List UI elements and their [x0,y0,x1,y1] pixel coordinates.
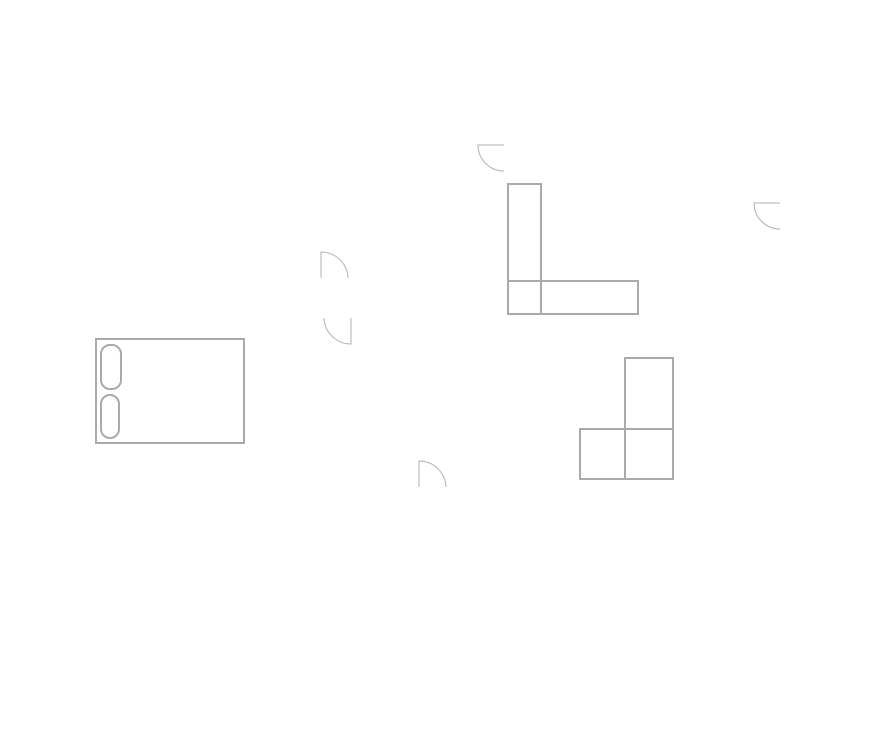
door-swing-icon [323,317,352,345]
pillow-bottom [100,394,120,439]
pillow-top [100,344,122,390]
desk-horizontal-segment [540,280,639,315]
door-swing-icon [418,460,447,488]
desk-icon [507,183,639,315]
bed-icon [95,338,245,444]
door-swing-icon [753,202,781,230]
cabinet-side-segment [579,428,626,480]
door-swing-icon [477,144,505,172]
bed-frame [95,338,245,444]
cabinet-icon [579,357,674,480]
door-swing-icon [320,251,349,279]
